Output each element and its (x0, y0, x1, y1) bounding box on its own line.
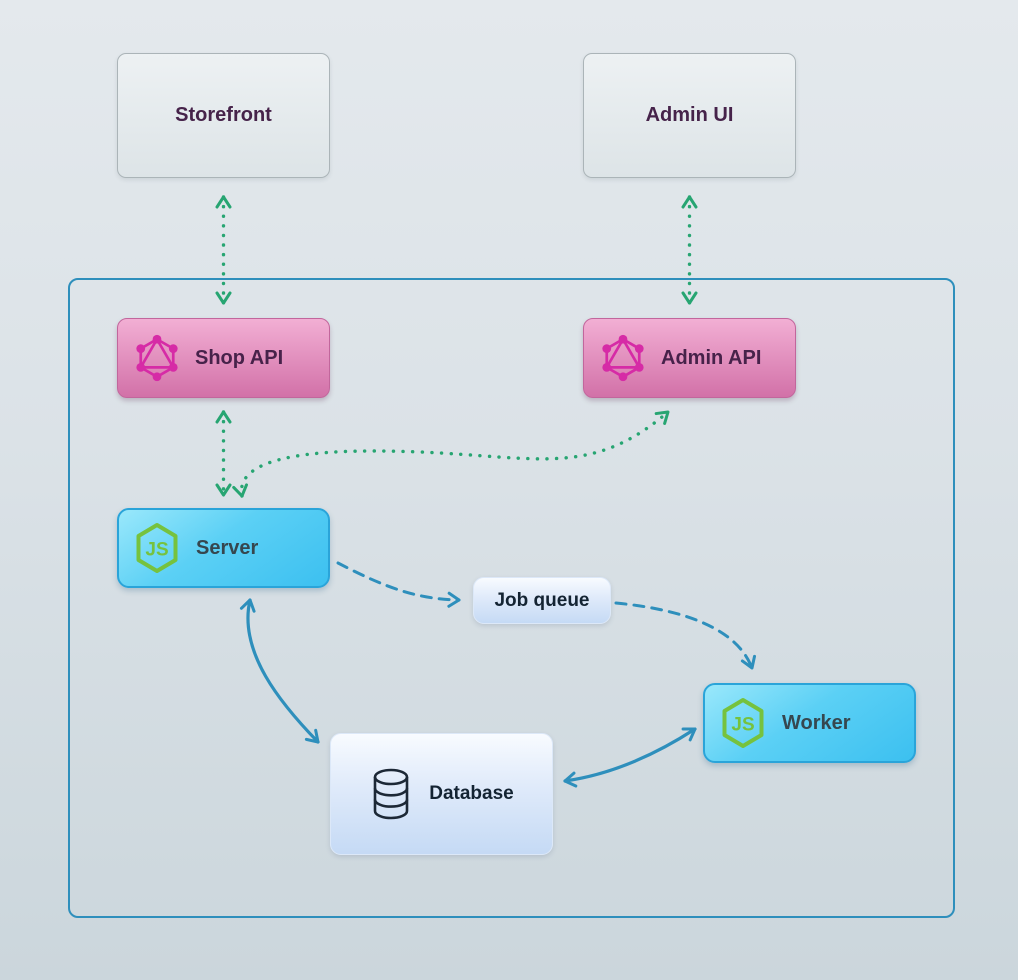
graphql-icon (598, 333, 648, 383)
node-worker-label: Worker (782, 711, 851, 734)
svg-text:JS: JS (145, 540, 168, 561)
node-worker: JS Worker (703, 683, 916, 763)
nodejs-icon: JS (717, 695, 769, 751)
database-icon (369, 766, 413, 822)
nodejs-icon: JS (131, 520, 183, 576)
node-admin-ui-label: Admin UI (645, 104, 734, 126)
node-database-label: Database (429, 783, 514, 804)
svg-text:JS: JS (731, 715, 754, 736)
server-boundary-container (68, 278, 955, 918)
node-storefront: Storefront (117, 53, 330, 178)
node-server: JS Server (117, 508, 330, 588)
node-server-label: Server (196, 536, 259, 559)
graphql-icon (132, 333, 182, 383)
node-admin-api-label: Admin API (661, 346, 762, 369)
node-shop-api-label: Shop API (195, 346, 284, 369)
node-database: Database (330, 733, 553, 855)
node-admin-api: Admin API (583, 318, 796, 398)
node-storefront-label: Storefront (175, 104, 272, 126)
node-admin-ui: Admin UI (583, 53, 796, 178)
node-shop-api: Shop API (117, 318, 330, 398)
node-job-queue-label: Job queue (494, 589, 590, 611)
node-job-queue: Job queue (473, 577, 611, 624)
